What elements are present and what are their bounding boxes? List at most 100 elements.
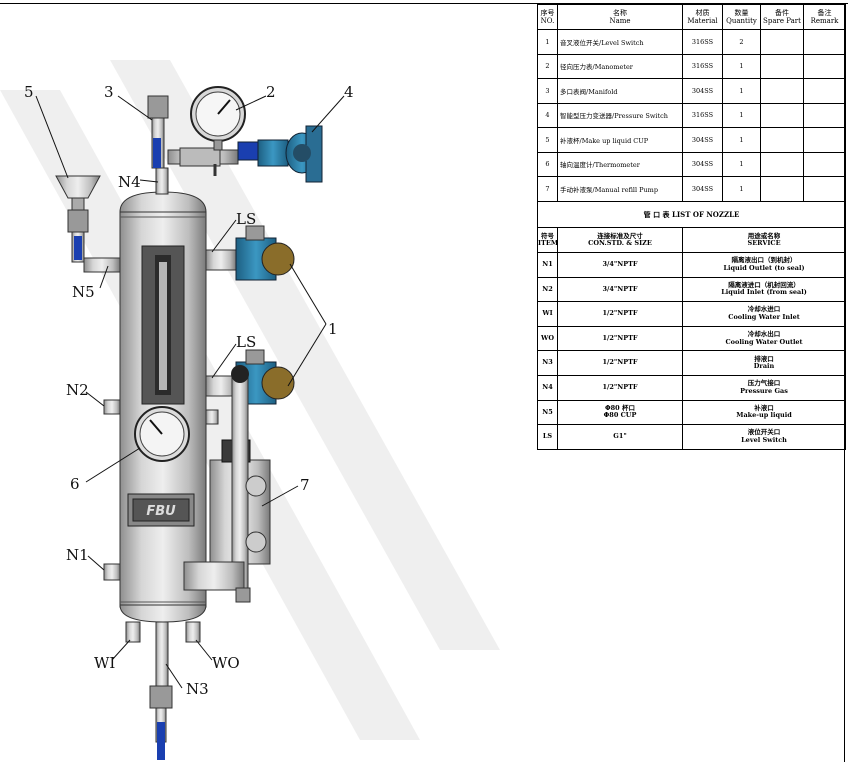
table-cell: 3 (537, 78, 558, 104)
table-cell (803, 29, 846, 55)
table-cell: 1/2"NPTF (557, 325, 683, 352)
table-cell (803, 53, 846, 79)
top-assembly (147, 86, 323, 195)
table-cell (760, 78, 804, 104)
thermometer-6 (134, 406, 190, 462)
callout-n1: N1 (66, 546, 89, 564)
nozzle-n2 (103, 399, 121, 415)
table-cell: G1" (557, 424, 683, 450)
table-cell: 304SS (682, 151, 723, 177)
nameplate-text: FBU (146, 504, 176, 519)
table-cell: WO (537, 325, 558, 352)
table-cell (760, 53, 804, 79)
callout-wo: WO (212, 654, 240, 672)
bottom-nozzles (125, 621, 201, 760)
table-cell: 1/2"NPTF (557, 301, 683, 327)
table-cell: 316SS (682, 102, 723, 128)
table-cell (760, 102, 804, 128)
callout-1: 1 (328, 320, 338, 338)
callout-6: 6 (70, 475, 80, 493)
table-cell: 4 (537, 102, 558, 128)
table-cell: WI (537, 301, 558, 327)
manual-pump-7 (183, 365, 271, 603)
table-cell: 1 (722, 78, 761, 104)
table-cell: 隔离液进口（机封回流）Liquid Inlet (from seal) (681, 276, 847, 303)
vessel-drawing: FBU (0, 60, 500, 760)
table-cell: 1 (722, 53, 761, 79)
nozzle-n1 (103, 563, 121, 581)
table-cell: N2 (537, 276, 558, 303)
table-cell: N3 (537, 350, 558, 376)
table-cell: 3/4"NPTF (557, 252, 683, 278)
makeup-cup-5 (55, 175, 121, 273)
table-cell: 316SS (682, 53, 723, 79)
callout-ls-lower: LS (236, 333, 256, 351)
table-cell: 1 (722, 127, 761, 153)
table-cell: 隔离液出口（到机封）Liquid Outlet (to seal) (681, 252, 847, 278)
callout-wi: WI (94, 654, 115, 672)
table-cell: 1 (722, 176, 761, 202)
table-cell (803, 176, 846, 202)
table-cell (803, 127, 846, 153)
table-cell: 多口表阀/Manifold (557, 78, 683, 104)
table-cell: 1 (537, 29, 558, 55)
sight-glass (141, 245, 185, 405)
level-switch-upper (205, 225, 295, 281)
table-cell: 2 (537, 53, 558, 79)
table-cell: LS (537, 424, 558, 450)
table-cell (760, 127, 804, 153)
table-cell: 1/2"NPTF (557, 350, 683, 376)
table-cell: N5 (537, 399, 558, 426)
table-cell: 补液杯/Make up liquid CUP (557, 127, 683, 153)
table-cell: 手动补液泵/Manual refill Pump (557, 176, 683, 202)
table-cell: 7 (537, 176, 558, 202)
frame-top-border (0, 3, 848, 4)
callout-7: 7 (300, 476, 310, 494)
nameplate: FBU (127, 493, 195, 527)
table-cell: 1 (722, 151, 761, 177)
leader-lines (35, 95, 345, 689)
callout-2: 2 (266, 83, 276, 101)
table-cell (803, 102, 846, 128)
table-cell (760, 176, 804, 202)
table-cell: 径向压力表/Manometer (557, 53, 683, 79)
table-cell: 3/4"NPTF (557, 276, 683, 303)
table-cell: 2 (722, 29, 761, 55)
table-cell: N1 (537, 252, 558, 278)
callout-4: 4 (344, 83, 354, 101)
table-cell: 音叉液位开关/Level Switch (557, 29, 683, 55)
callout-ls-upper: LS (236, 210, 256, 228)
table-cell: 316SS (682, 29, 723, 55)
callout-n5: N5 (72, 283, 95, 301)
nozzle-title-row: 管 口 表 LIST OF NOZZLE (536, 201, 847, 228)
table-cell (760, 29, 804, 55)
nozzle-table-title: 管 口 表 LIST OF NOZZLE (536, 201, 847, 228)
